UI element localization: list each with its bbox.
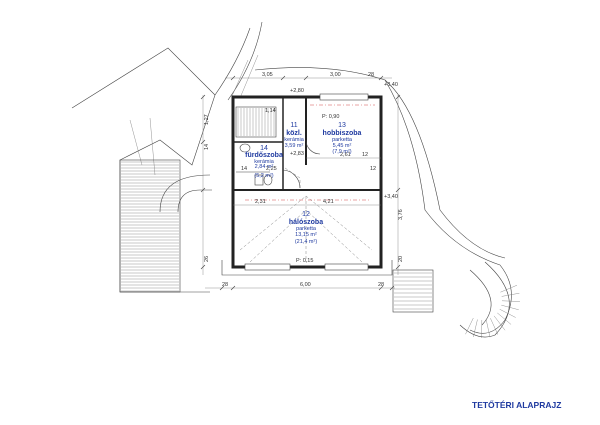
dim-small-b: 2,25 bbox=[266, 166, 277, 172]
dim-tick bbox=[200, 139, 206, 145]
dim-top-right: 28 bbox=[368, 72, 374, 78]
room-number: 12 bbox=[302, 211, 310, 218]
building-walls bbox=[221, 93, 393, 276]
top-curved-roof bbox=[214, 21, 263, 101]
spiral-step bbox=[473, 319, 478, 338]
dim-small-c: 14 bbox=[241, 166, 247, 172]
room-area: 5,45 m² bbox=[333, 143, 352, 149]
room-floor: kerámia bbox=[284, 137, 305, 143]
room-area: 3,59 m² bbox=[285, 143, 304, 149]
dim-mid-a: 2,61 bbox=[340, 152, 351, 158]
stair-hatch bbox=[235, 106, 277, 138]
spiral-step bbox=[465, 317, 474, 335]
bath-fixtures bbox=[236, 143, 273, 186]
dim-tick bbox=[230, 285, 236, 291]
left-roof-slope bbox=[71, 47, 216, 293]
room-area-total: (7,9 m²) bbox=[332, 149, 351, 155]
room-floor: kerámia bbox=[254, 159, 275, 165]
dim-top-mid: 3,00 bbox=[330, 72, 341, 78]
spiral-step bbox=[490, 318, 499, 335]
room-floor: parketta bbox=[296, 226, 317, 232]
spiral-step bbox=[493, 315, 506, 331]
dim-left-c: 26 bbox=[204, 256, 210, 262]
dim-right-b: 20 bbox=[398, 256, 404, 262]
dim-bottom-right: 28 bbox=[378, 282, 384, 288]
dim-bottom-left: 28 bbox=[222, 282, 228, 288]
dim-tick bbox=[395, 264, 401, 270]
room-area-total: (5,2 m²) bbox=[254, 173, 273, 179]
dim-tick bbox=[378, 75, 384, 81]
level-6: P: 0,90 bbox=[322, 114, 339, 120]
dim-tick bbox=[389, 285, 395, 291]
spiral-step bbox=[501, 304, 519, 310]
level-1: +2,80 bbox=[290, 88, 304, 94]
dim-mid-c: 4,21 bbox=[323, 199, 334, 205]
right-curved-roof bbox=[254, 67, 520, 339]
dim-mid-d: 2,31 bbox=[255, 199, 266, 205]
dim-mid-b: 12 bbox=[362, 152, 368, 158]
dim-tick bbox=[200, 264, 206, 270]
spiral-step bbox=[500, 285, 518, 293]
level-5: P: 0,15 bbox=[296, 258, 313, 264]
dim-bottom: 6,00 bbox=[300, 282, 311, 288]
dim-tick bbox=[219, 285, 225, 291]
room-floor: parketta bbox=[332, 137, 353, 143]
dim-small-d: 12 bbox=[370, 166, 376, 172]
terrace-curve bbox=[159, 174, 212, 213]
dim-tick bbox=[280, 75, 286, 81]
room-name: fürdőszoba bbox=[245, 152, 283, 159]
spiral-step bbox=[501, 300, 520, 302]
dim-left-b: 14 bbox=[204, 144, 210, 150]
dim-top-left: 3,05 bbox=[262, 72, 273, 78]
dim-tick bbox=[200, 94, 206, 100]
door-swings bbox=[282, 139, 321, 189]
level-2: +2,83 bbox=[290, 151, 304, 157]
room-area: 13,15 m² bbox=[295, 232, 317, 238]
dim-right-a: 3,76 bbox=[398, 209, 404, 220]
room-name: hálószoba bbox=[289, 219, 323, 226]
dim-tick bbox=[230, 75, 236, 81]
dimension-lines bbox=[200, 75, 401, 291]
room-area-total: (21,4 m²) bbox=[295, 239, 317, 245]
dim-small-a: 1,14 bbox=[265, 108, 276, 114]
dim-tick bbox=[303, 75, 309, 81]
room-name: közl. bbox=[286, 130, 302, 137]
spiral-step bbox=[499, 309, 516, 318]
roof-lines bbox=[239, 104, 375, 263]
room-area: 2,84 m² bbox=[255, 164, 274, 170]
level-4: +3,40 bbox=[384, 194, 398, 200]
dim-tick bbox=[395, 187, 401, 193]
room-number: 11 bbox=[290, 122, 297, 129]
spiral-step bbox=[501, 293, 520, 297]
spiral-step bbox=[485, 319, 491, 338]
room-number: 14 bbox=[260, 145, 268, 152]
room-label-kozl: 11 közl. kerámia 3,59 m² bbox=[284, 122, 305, 149]
dim-left-a: 1,27 bbox=[204, 114, 210, 125]
room-number: 13 bbox=[338, 122, 346, 129]
spiral-step bbox=[497, 312, 512, 325]
drawing-title: TETŐTÉRI ALAPRAJZ bbox=[472, 399, 561, 410]
room-name: hobbiszoba bbox=[323, 130, 362, 137]
dim-tick bbox=[378, 285, 384, 291]
dim-tick bbox=[200, 187, 206, 193]
room-label-haloszoba: 12 hálószoba parketta 13,15 m² (21,4 m²) bbox=[289, 211, 323, 245]
level-3: +3,40 bbox=[384, 82, 398, 88]
right-stair-block bbox=[392, 269, 434, 313]
room-label-hobbiszoba: 13 hobbiszoba parketta 5,45 m² (7,9 m²) bbox=[323, 122, 362, 155]
terrace-decking bbox=[119, 159, 181, 293]
room-label-furdoszoba: 14 fürdőszoba kerámia 2,84 m² (5,2 m²) bbox=[245, 145, 283, 179]
dim-tick bbox=[395, 94, 401, 100]
